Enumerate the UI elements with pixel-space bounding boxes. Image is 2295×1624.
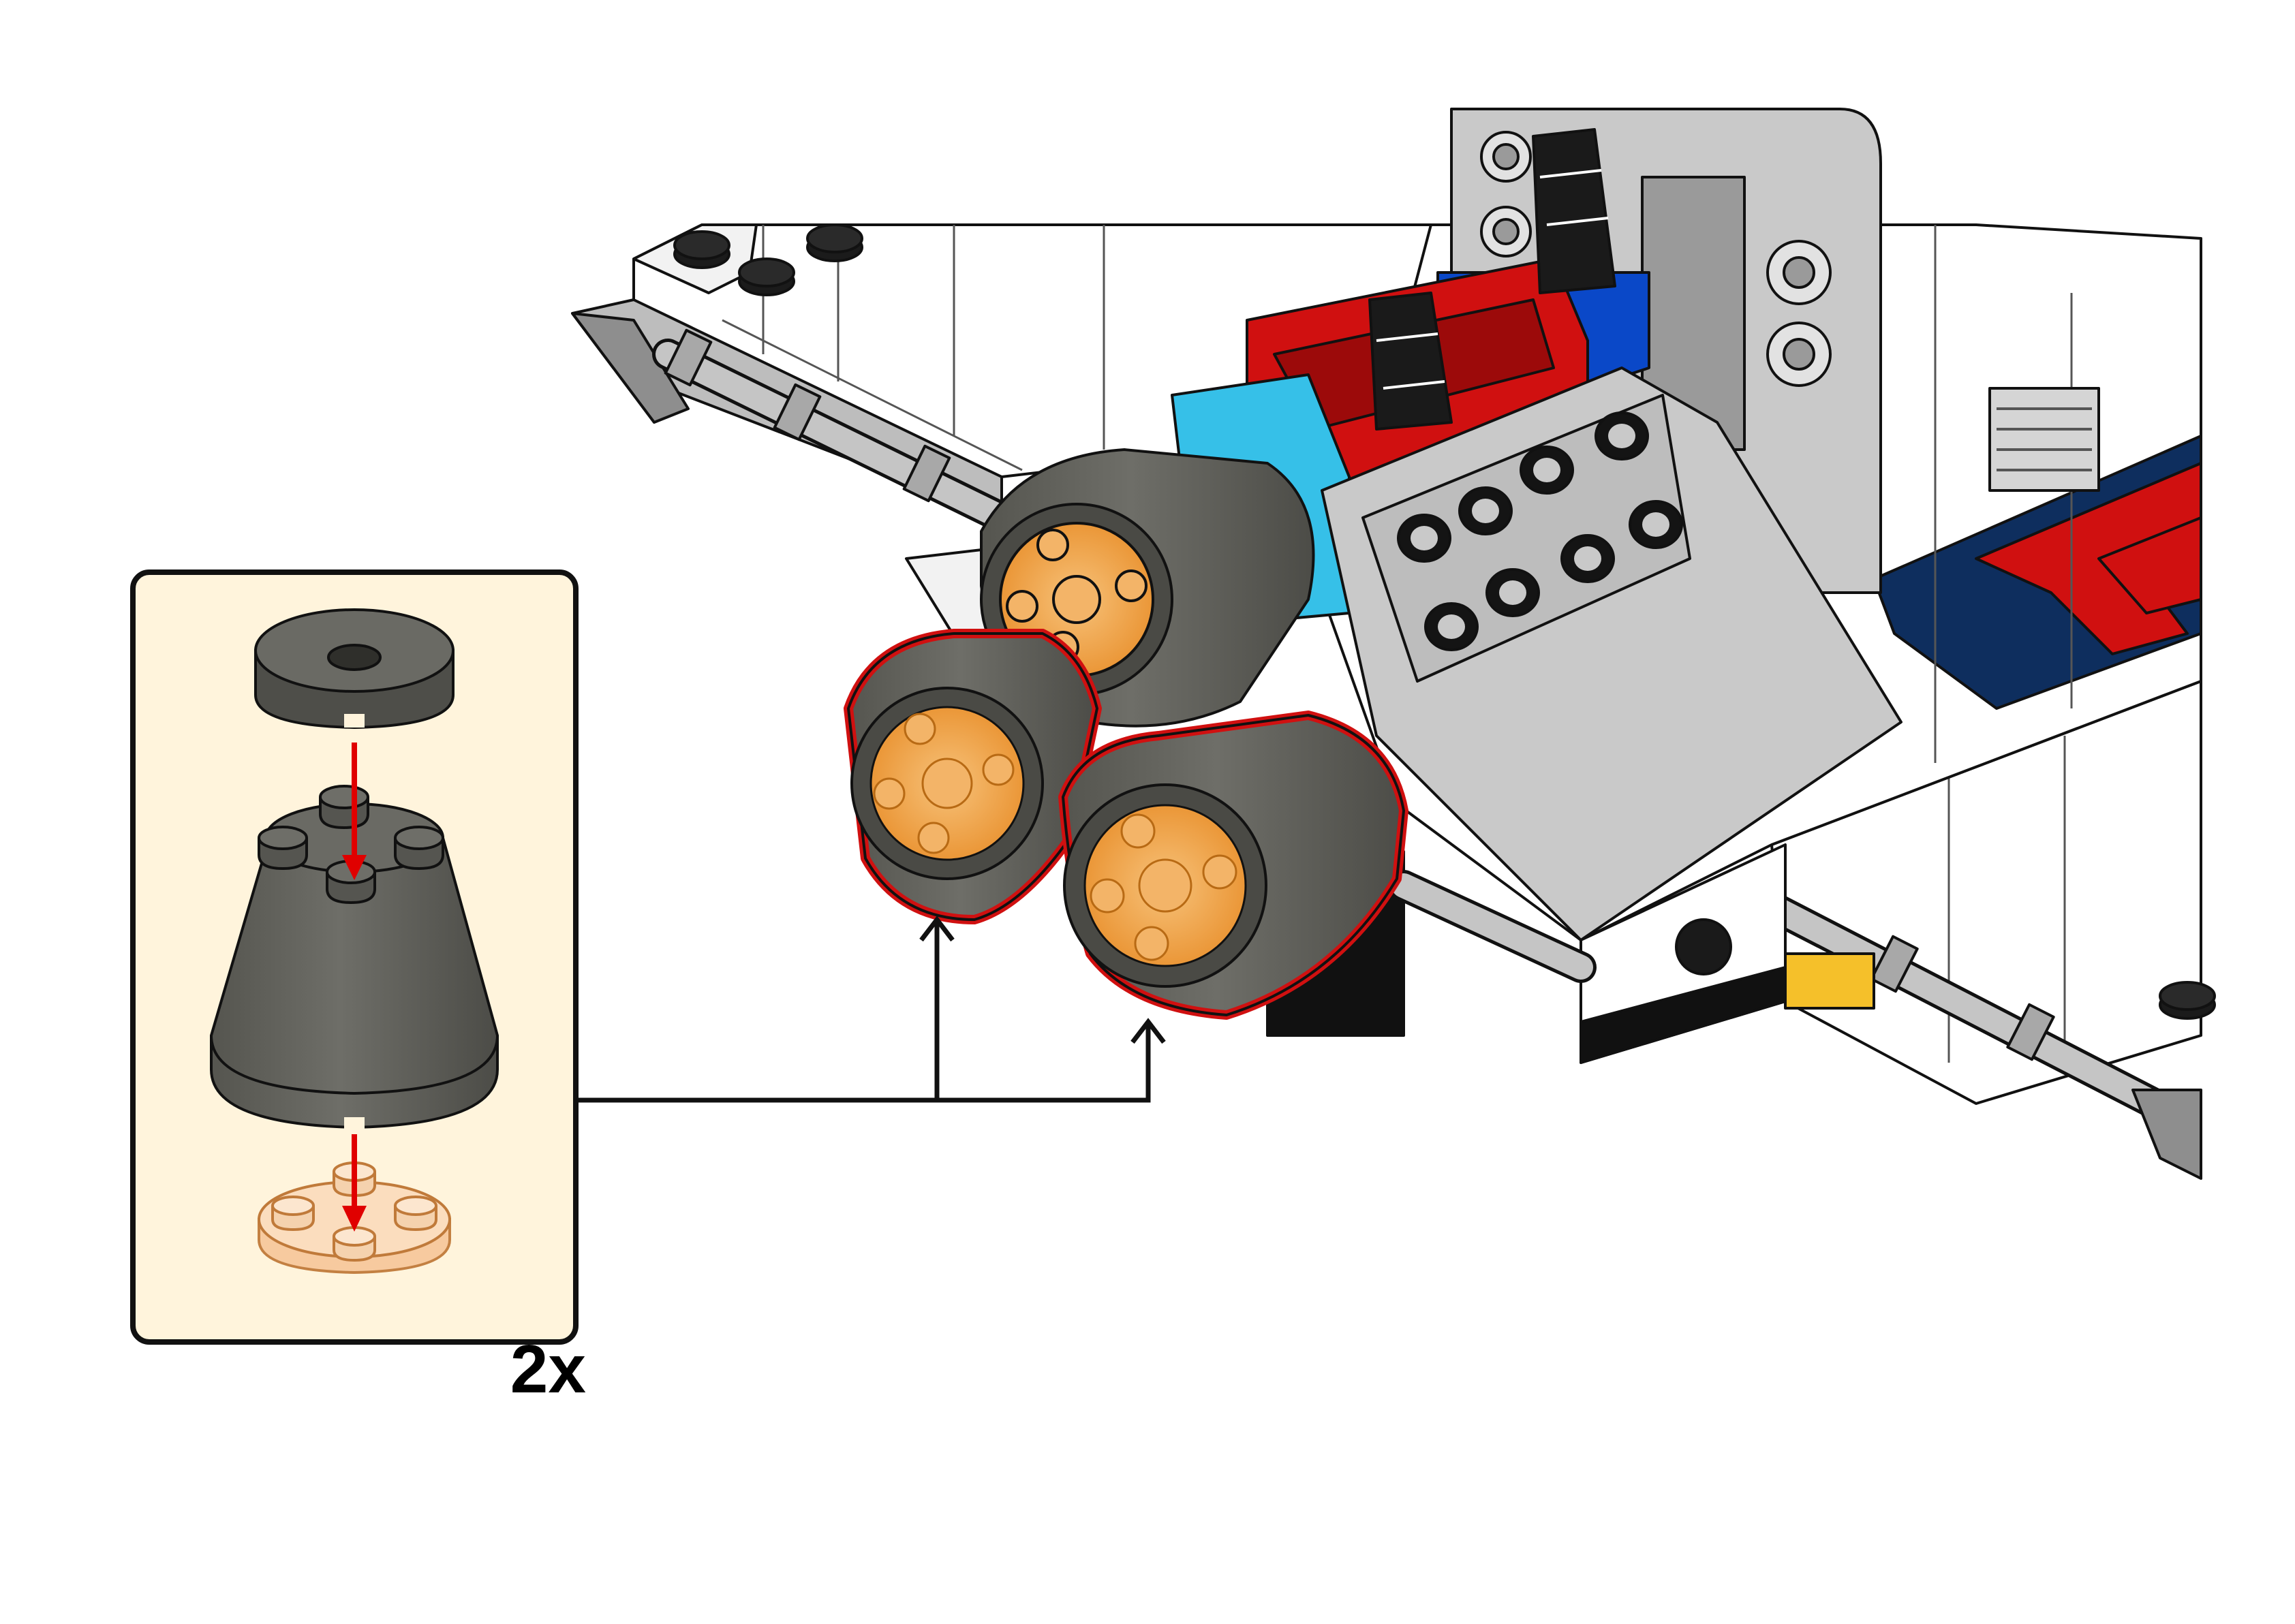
engine-right-new xyxy=(1058,710,1408,1020)
spaceship-model xyxy=(571,108,2216,1180)
left-rod xyxy=(652,328,1017,533)
right-wing xyxy=(1729,680,2216,1180)
grey-slope-plate xyxy=(1321,366,1903,941)
sub-assembly-callout xyxy=(130,569,579,1345)
part-cone-2x2x2 xyxy=(210,785,499,1129)
new-engines-highlight xyxy=(844,629,1408,1020)
engine-left-new xyxy=(844,629,1102,924)
red-assembly-arrows xyxy=(342,743,367,1232)
callout-connector-arrows xyxy=(576,916,1166,1103)
quantity-label: 2x xyxy=(510,1331,586,1407)
part-round-tile-with-hole xyxy=(254,608,455,730)
